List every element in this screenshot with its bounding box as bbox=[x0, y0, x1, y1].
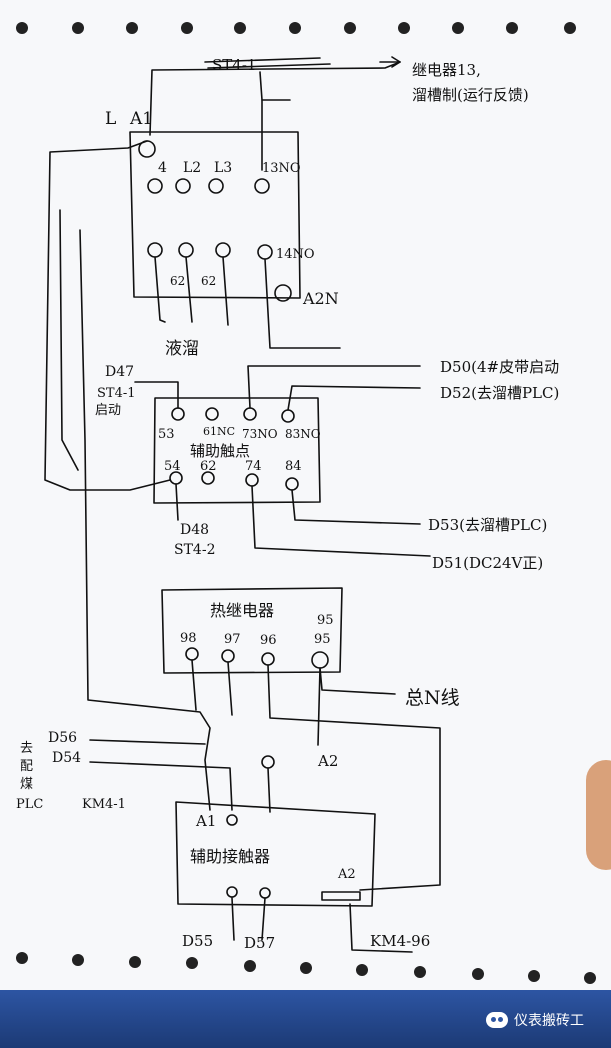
label-a1: A1 bbox=[129, 109, 153, 129]
b4-label-d56: D56 bbox=[48, 730, 77, 746]
b2-row1-3: 73NO bbox=[242, 427, 278, 441]
b2-row2-4: 84 bbox=[285, 459, 302, 474]
paper-sheet bbox=[0, 0, 611, 990]
punch-holes-top bbox=[16, 22, 576, 34]
wechat-icon bbox=[486, 1012, 508, 1028]
b1-top-3: L3 bbox=[214, 160, 232, 176]
block-auxiliary-contacts: D47 ST4-1 启动 53 61NC 73NO 83NO 辅助触点 54 6… bbox=[95, 358, 559, 572]
b2-left-label-2: ST4-1 bbox=[97, 386, 136, 401]
note-line-2: 溜槽制(运行反馈) bbox=[412, 86, 529, 104]
b4-side-2: 配 bbox=[20, 759, 33, 774]
b4-label-d54: D54 bbox=[52, 750, 81, 766]
crossed-label: ST4-1 bbox=[212, 56, 256, 74]
bottom-band bbox=[0, 990, 611, 1048]
b1-top-4: 13NO bbox=[262, 161, 301, 176]
b4-a2: A2 bbox=[337, 867, 356, 882]
label-d51: D51(DC24V正) bbox=[432, 554, 543, 572]
b3-t-4: 95 bbox=[314, 632, 331, 647]
b2-row1-1: 53 bbox=[158, 427, 175, 442]
b2-row2-1: 54 bbox=[164, 459, 181, 474]
b4-side-4: PLC bbox=[16, 797, 43, 812]
b3-title: 热继电器 bbox=[210, 601, 274, 620]
b3-t-2: 97 bbox=[224, 632, 241, 647]
b3-95-top: 95 bbox=[317, 613, 334, 628]
b4-bottom-1: D55 bbox=[182, 932, 213, 950]
b4-km96: KM4-96 bbox=[370, 932, 430, 950]
watermark: 仪表搬砖工 bbox=[486, 1010, 584, 1030]
b2-row2-3: 74 bbox=[245, 459, 262, 474]
b2-bottom-label-2: ST4-2 bbox=[174, 542, 215, 558]
b2-row1-2: 61NC bbox=[203, 425, 235, 438]
b4-side-3: 煤 bbox=[20, 777, 33, 792]
b2-left-label-1: D47 bbox=[105, 364, 134, 380]
label-l: L bbox=[105, 109, 116, 129]
b1-bottom-2: 62 bbox=[201, 274, 216, 288]
b3-t-1: 98 bbox=[180, 631, 197, 646]
b3-t-3: 96 bbox=[260, 633, 277, 648]
b3-a2: A2 bbox=[317, 752, 338, 770]
label-d53: D53(去溜槽PLC) bbox=[428, 516, 547, 534]
b1-bottom-1: 62 bbox=[170, 274, 185, 288]
note-line-1: 继电器13, bbox=[412, 61, 481, 79]
b2-left-label-3: 启动 bbox=[95, 403, 121, 418]
b2-title: 辅助触点 bbox=[190, 442, 250, 460]
label-d50: D50(4#皮带启动 bbox=[440, 358, 559, 376]
block1-caption: 液溜 bbox=[165, 339, 199, 359]
watermark-text: 仪表搬砖工 bbox=[514, 1013, 584, 1029]
b2-bottom-label-1: D48 bbox=[180, 522, 209, 538]
block-auxiliary-contactor: D56 D54 去 配 煤 PLC KM4-1 A1 辅助接触器 A2 D55 … bbox=[16, 730, 430, 953]
label-a2n: A2N bbox=[302, 289, 339, 308]
b2-row2-2: 62 bbox=[200, 459, 217, 474]
block-main-contactor: 4 L2 L3 13NO 62 62 14NO A2N 液溜 bbox=[129, 131, 341, 359]
punch-holes-bottom bbox=[16, 952, 596, 984]
b3-total-n: 总N线 bbox=[405, 687, 460, 709]
b4-side-1: 去 bbox=[20, 741, 33, 756]
b1-bottom-3: 14NO bbox=[276, 247, 315, 262]
block-thermal-relay: 热继电器 95 98 97 96 95 总N线 A2 bbox=[161, 587, 460, 891]
b4-bottom-2: D57 bbox=[244, 934, 275, 952]
b4-km: KM4-1 bbox=[82, 797, 126, 812]
b4-title: 辅助接触器 bbox=[190, 847, 270, 866]
b1-top-1: 4 bbox=[158, 160, 167, 176]
thumb bbox=[586, 760, 611, 870]
b1-top-2: L2 bbox=[183, 160, 201, 176]
left-loop-wires bbox=[44, 140, 211, 811]
top-wiring: ST4-1 L A1 继电器13, 溜槽制(运行反馈) bbox=[105, 56, 529, 171]
b2-row1-4: 83NO bbox=[285, 427, 321, 441]
b4-a1: A1 bbox=[195, 812, 216, 830]
label-d52: D52(去溜槽PLC) bbox=[440, 384, 559, 402]
